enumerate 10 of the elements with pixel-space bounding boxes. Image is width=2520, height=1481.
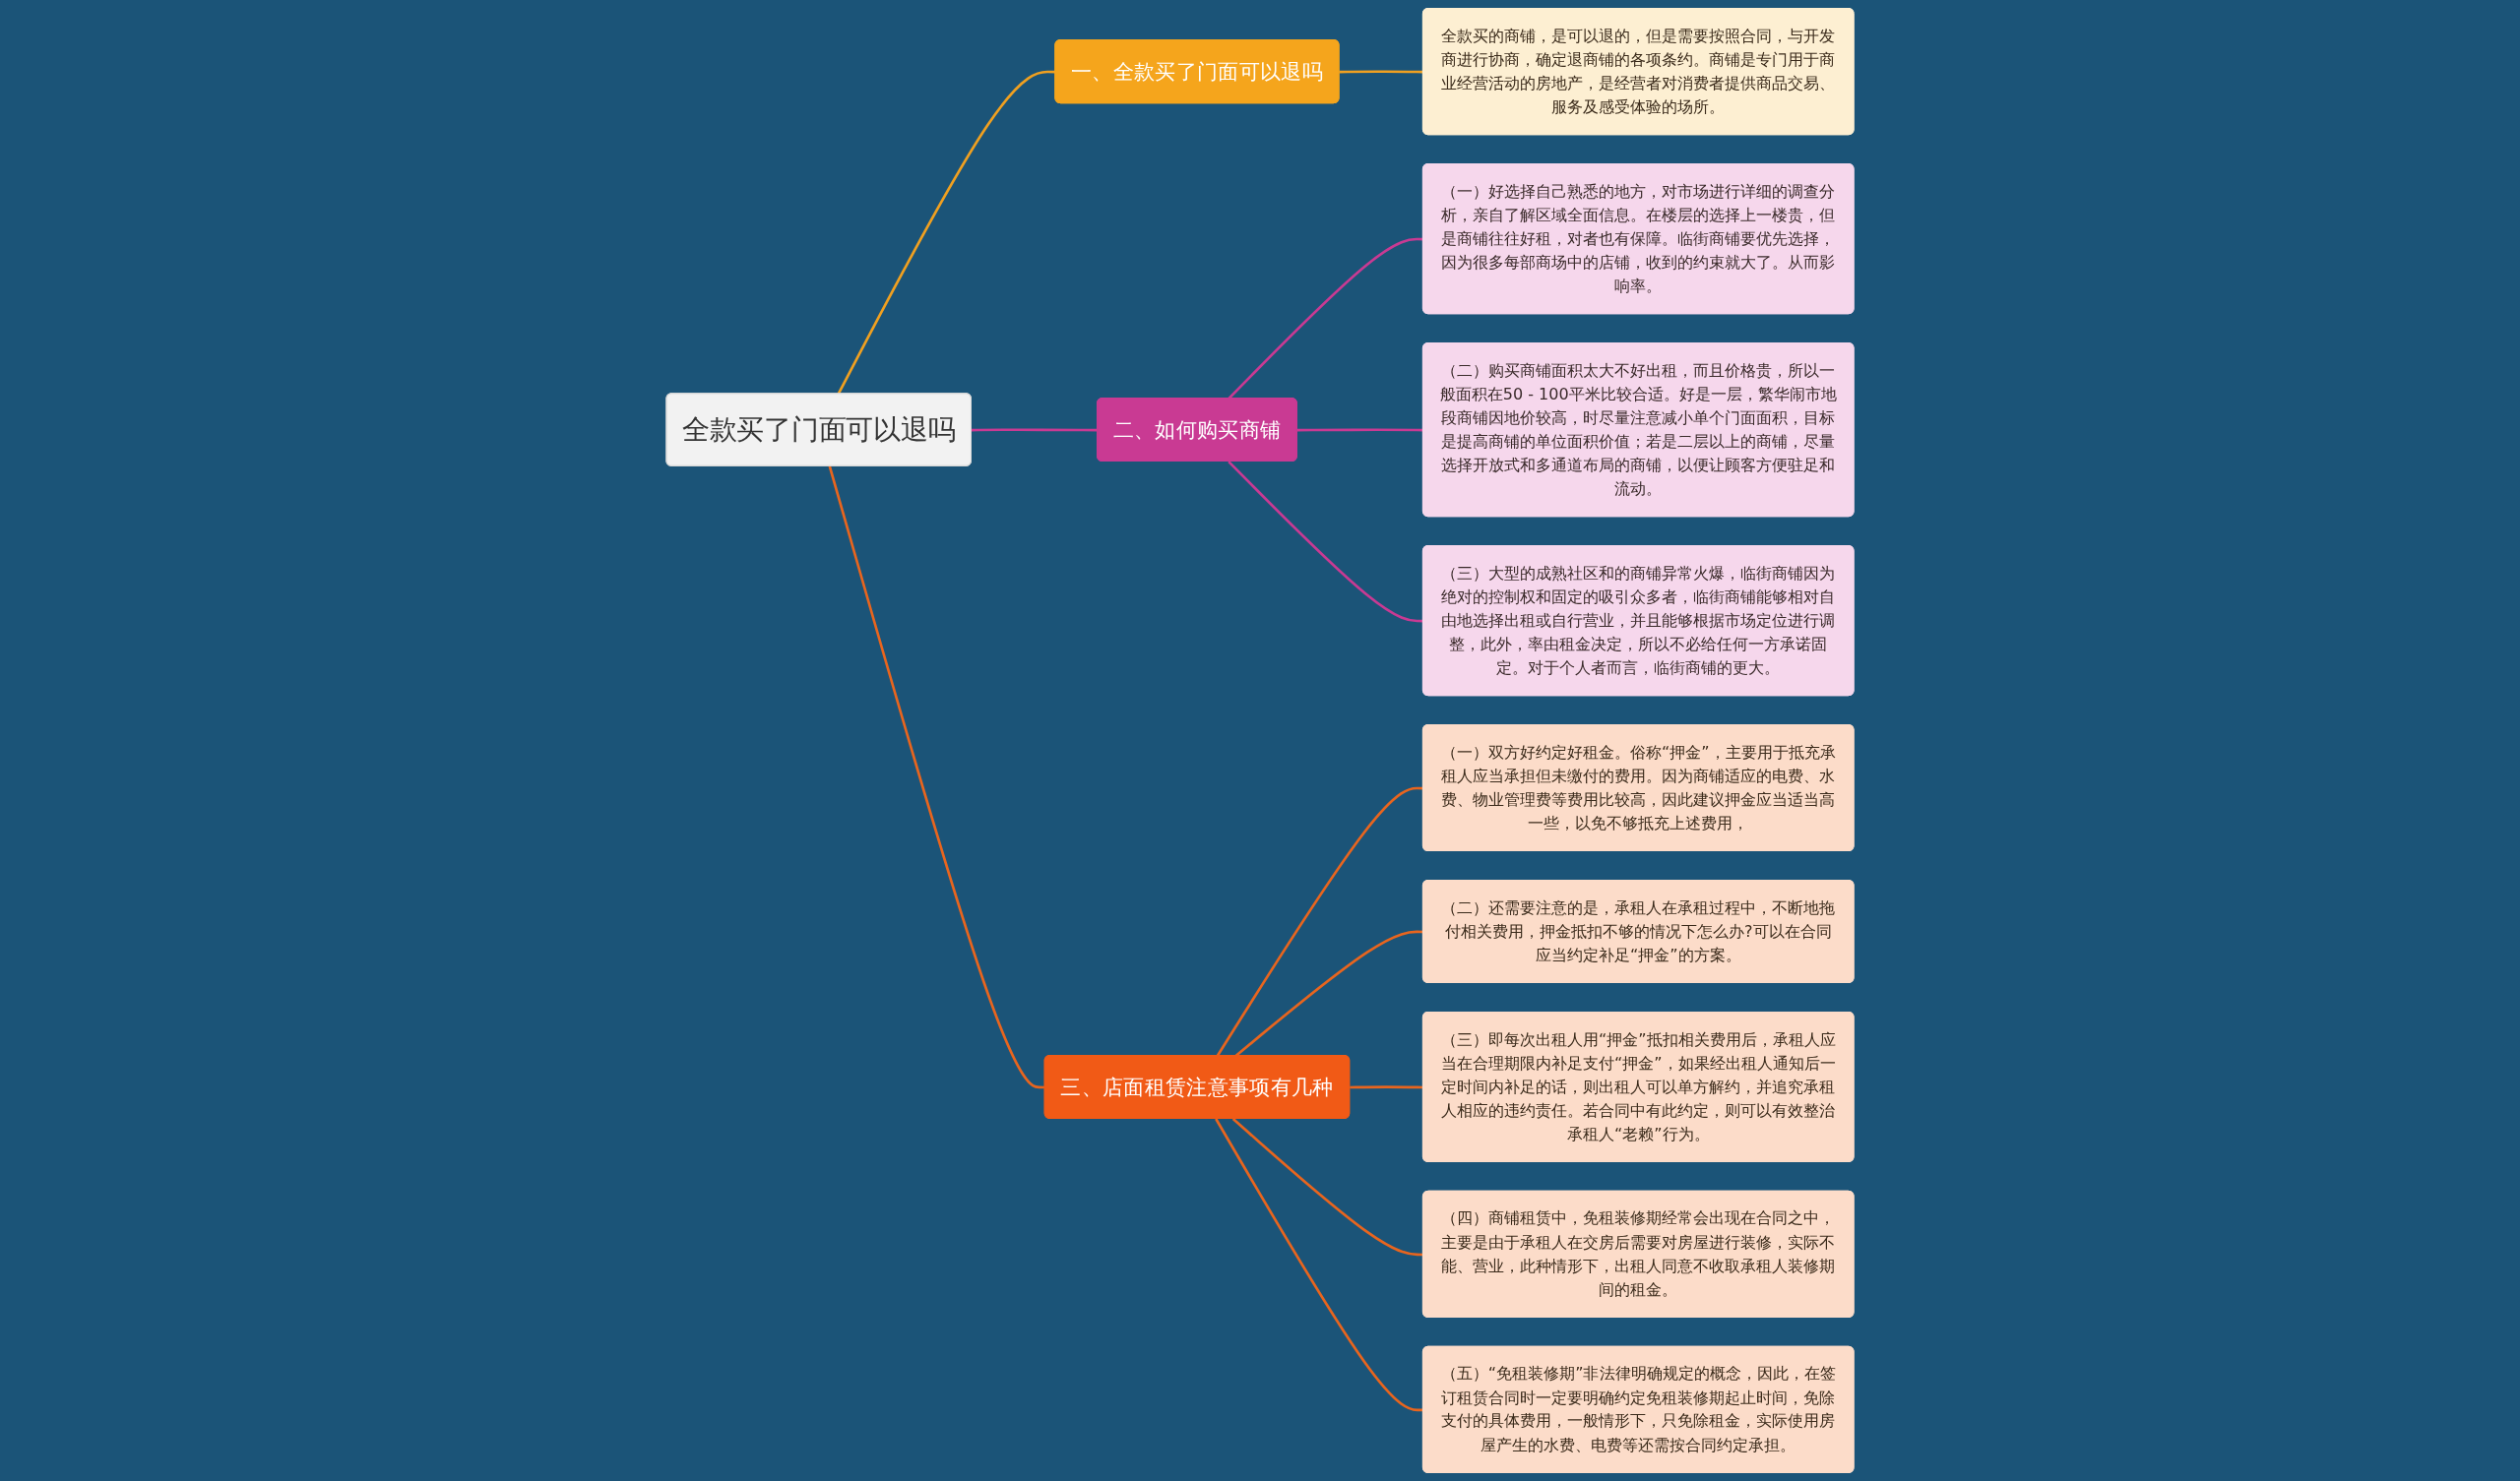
connector bbox=[1296, 428, 1423, 432]
connector bbox=[1215, 1118, 1423, 1412]
connector bbox=[1228, 237, 1423, 400]
connector bbox=[1228, 461, 1423, 623]
connector bbox=[1216, 786, 1423, 1057]
connector bbox=[1350, 1085, 1423, 1089]
connector bbox=[1234, 930, 1423, 1057]
connector bbox=[1231, 1118, 1423, 1257]
connector bbox=[828, 465, 1045, 1089]
connector bbox=[1339, 70, 1423, 74]
